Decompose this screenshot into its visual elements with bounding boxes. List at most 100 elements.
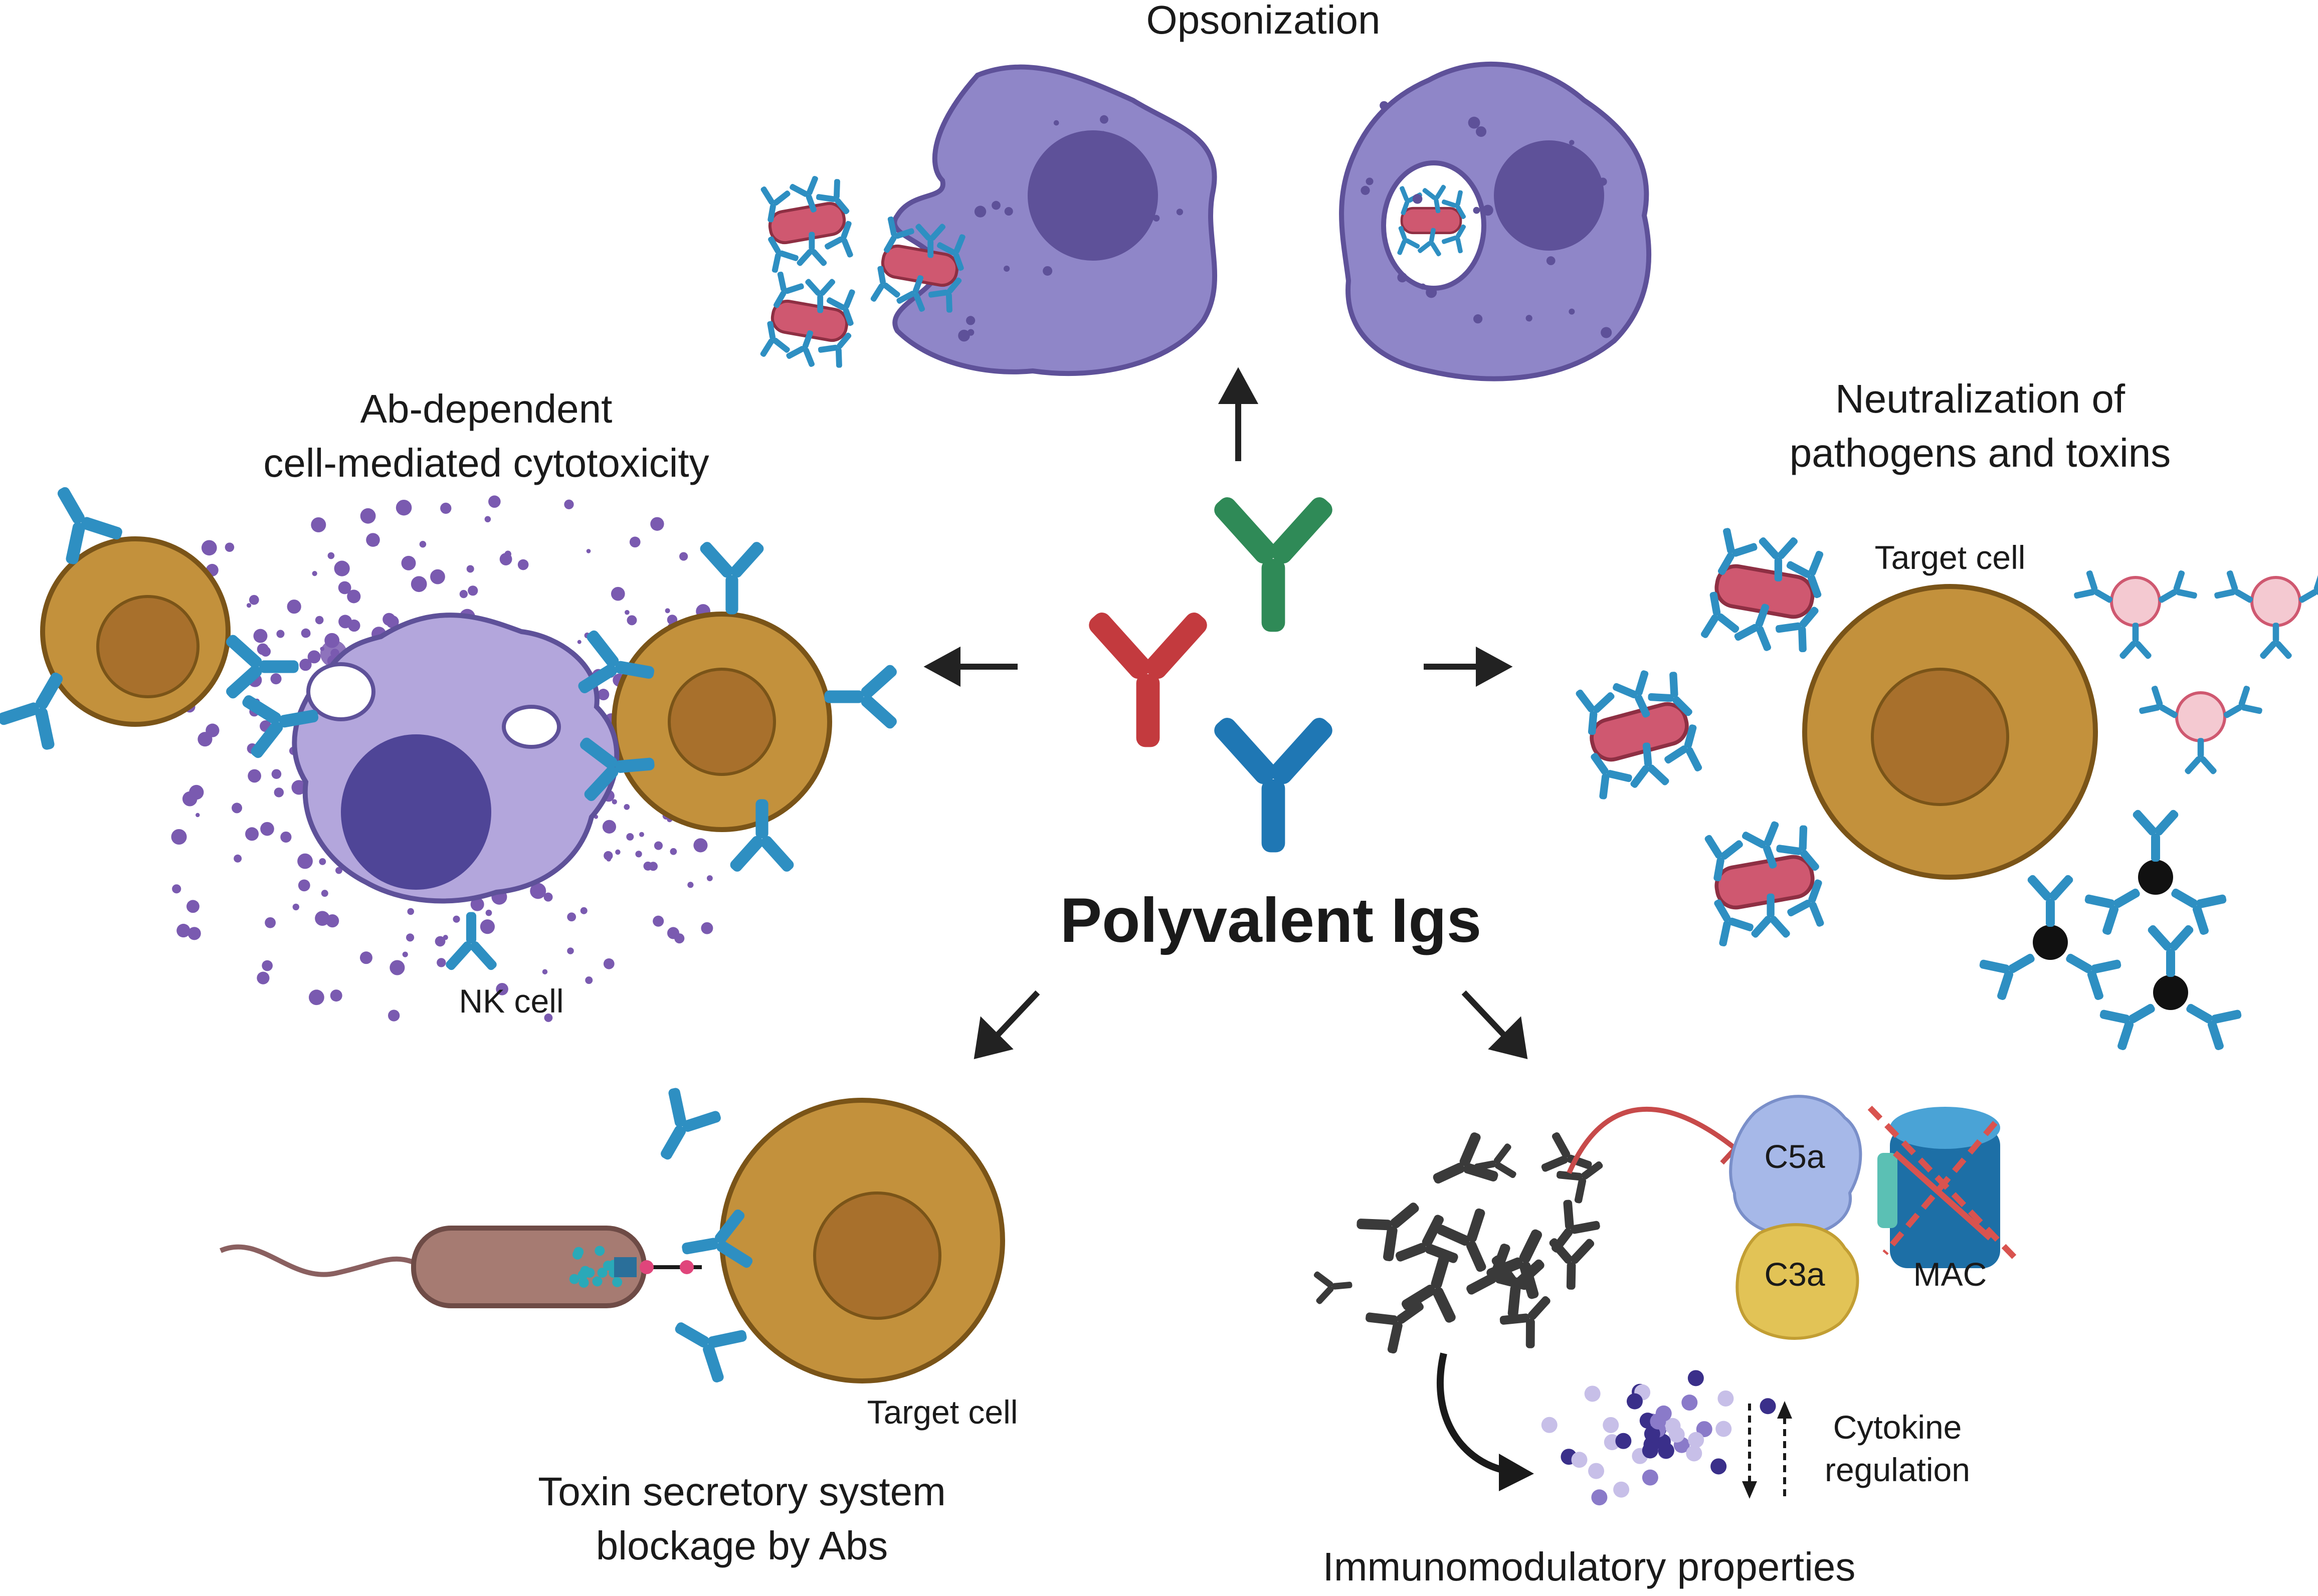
granule (625, 610, 630, 615)
granule (488, 495, 501, 508)
granule (654, 841, 663, 850)
arrow-up-head (1218, 367, 1259, 404)
granule (1042, 166, 1053, 177)
granule (298, 879, 310, 892)
granule (334, 560, 350, 576)
inhibition-line (1567, 1106, 1736, 1174)
granule (373, 541, 378, 546)
granule (335, 867, 342, 874)
granule (437, 958, 446, 967)
neutralized-viruses (2071, 567, 2318, 775)
antibody (698, 540, 766, 615)
granule (612, 799, 617, 805)
scattered-antibodies (1312, 1128, 1614, 1358)
granule (504, 550, 511, 557)
central-immunoglobulins (1085, 493, 1336, 853)
granule (407, 908, 415, 915)
cytokine (1642, 1442, 1658, 1459)
granule (280, 831, 292, 843)
target-nucleus-right (668, 668, 776, 776)
granule (543, 892, 553, 902)
granule (311, 517, 326, 532)
antibody (637, 1083, 726, 1174)
granule (1380, 101, 1389, 110)
flagellum (220, 1244, 417, 1277)
granule (249, 594, 259, 605)
ig-red (1085, 609, 1211, 747)
cytokine (1686, 1445, 1702, 1462)
cytokine (1613, 1481, 1630, 1498)
granule (564, 499, 574, 509)
granule (480, 919, 495, 934)
granule (187, 927, 201, 940)
granule (401, 555, 416, 570)
granule (382, 613, 396, 626)
granule (484, 516, 491, 523)
granule (485, 909, 492, 916)
granule (602, 820, 617, 834)
cytokine (1603, 1417, 1619, 1433)
granule (544, 1014, 553, 1022)
arrow-down-left-head (974, 1016, 1014, 1060)
granule (1153, 215, 1160, 222)
granule (1004, 207, 1013, 216)
effector-protein (612, 1277, 623, 1287)
effector-protein (597, 1267, 608, 1278)
granule (1053, 120, 1059, 126)
antibody (2146, 923, 2195, 977)
granule (396, 499, 412, 516)
antibody (660, 1298, 752, 1388)
granule (338, 581, 351, 594)
granule (312, 570, 317, 576)
ig-green (1210, 493, 1336, 632)
cytokine (1687, 1370, 1704, 1386)
granule (1599, 177, 1607, 186)
granule (233, 804, 239, 810)
granule (246, 603, 252, 608)
granule (270, 673, 282, 685)
mac-label: MAC (1913, 1256, 1987, 1293)
granule (308, 989, 324, 1006)
granule (189, 784, 204, 800)
granule (330, 989, 342, 1002)
arrow-down-right (1461, 990, 1509, 1040)
granule (402, 951, 408, 957)
granule (307, 650, 321, 664)
arrow-down-right-head (1488, 1016, 1528, 1060)
neutralization-title-line2: pathogens and toxins (1789, 431, 2171, 475)
mac-complex (1867, 1105, 2023, 1268)
antibody (2184, 738, 2218, 775)
opsonized-bacterium (754, 269, 867, 371)
granule (257, 971, 270, 984)
granule (245, 827, 259, 841)
effector-protein (603, 1260, 613, 1271)
granule (1078, 219, 1085, 226)
up-regulation-head (1777, 1401, 1792, 1419)
antibody (824, 663, 899, 731)
granule (650, 517, 664, 531)
granule (196, 813, 200, 818)
granule (176, 923, 190, 938)
antibody (2259, 623, 2293, 660)
granule (225, 542, 235, 552)
granule (453, 915, 460, 923)
down-regulation-head (1742, 1481, 1757, 1499)
virus-particle (2250, 576, 2301, 627)
toxin-particle (2033, 925, 2068, 960)
opsonized-bacterium (1571, 667, 1713, 803)
toxin-particle (2153, 975, 2188, 1010)
granule (674, 933, 685, 944)
cytokine (1571, 1452, 1588, 1468)
granule (274, 787, 284, 797)
granule (693, 838, 708, 853)
granule (260, 646, 271, 657)
nk-cell-label: NK cell (459, 982, 564, 1020)
granule (287, 600, 301, 614)
ig-blue (1210, 714, 1336, 853)
antibody (1553, 1146, 1614, 1207)
antibody (1312, 1267, 1354, 1306)
adcc-title-line2: cell-mediated cytotoxicity (263, 441, 709, 485)
granule (624, 804, 630, 810)
granule (1525, 315, 1532, 322)
granule (603, 958, 615, 969)
